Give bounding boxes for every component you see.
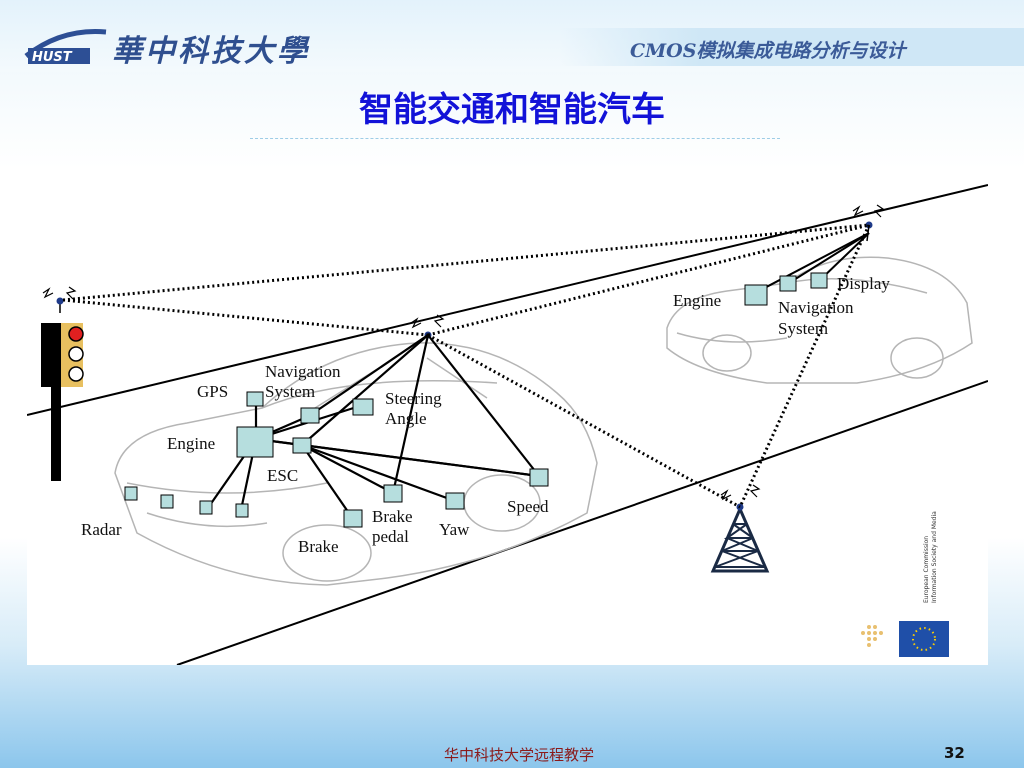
yaw-module — [445, 492, 465, 510]
label-steering-line1: Steering — [385, 389, 442, 408]
label-navigation-line1: Navigation — [265, 362, 341, 381]
slide-title: 智能交通和智能汽车 — [359, 90, 665, 130]
title-divider — [250, 138, 780, 139]
radar-module-1 — [124, 486, 138, 501]
european-commission-logo: European Commission Information Society … — [861, 511, 949, 657]
navigation-module — [300, 407, 320, 424]
car-rear-sketch — [666, 256, 973, 384]
sponsor-line2: Information Society and Media — [931, 511, 938, 603]
label-steering-line2: Angle — [385, 409, 427, 428]
front-car-wiring — [209, 334, 540, 520]
steering-module — [352, 398, 374, 416]
gps-module — [246, 391, 264, 407]
smart-traffic-diagram: GPS Navigation System Steering Angle Eng… — [27, 183, 988, 665]
label-rear-display: Display — [837, 274, 890, 293]
rear-engine-module — [744, 284, 768, 306]
footer-text: 华中科技大学远程教学 — [444, 746, 595, 764]
label-speed: Speed — [507, 497, 549, 516]
red-lamp — [68, 326, 84, 342]
radar-module-3 — [199, 500, 213, 515]
label-engine: Engine — [167, 434, 215, 453]
page-number: 32 — [944, 744, 965, 762]
label-navigation-line2: System — [265, 382, 315, 401]
speed-module — [529, 468, 549, 487]
diagram-canvas: GPS Navigation System Steering Angle Eng… — [27, 184, 988, 665]
traffic-light — [41, 286, 84, 481]
radar-module-4 — [235, 503, 249, 518]
label-rear-navigation-line1: Navigation — [778, 298, 854, 317]
logo-text: HUST — [32, 50, 73, 65]
amber-lamp — [68, 346, 84, 362]
rear-navigation-module — [779, 275, 797, 292]
label-esc: ESC — [267, 466, 298, 485]
rear-car-antenna — [852, 204, 885, 242]
radar-module-2 — [160, 494, 174, 509]
sponsor-dots-icon — [861, 625, 883, 647]
hust-logo: HUST — [24, 29, 107, 65]
brake-pedal-module — [383, 484, 403, 503]
university-name: 華中科技大學 — [112, 34, 310, 69]
eu-flag-icon — [899, 621, 949, 657]
header-course-band — [560, 28, 1024, 66]
rear-display-module — [810, 272, 828, 289]
label-gps: GPS — [197, 382, 228, 401]
brake-module — [343, 509, 363, 528]
green-lamp — [68, 366, 84, 382]
rear-car-modules — [744, 272, 828, 306]
label-yaw: Yaw — [439, 520, 470, 539]
label-rear-navigation-line2: System — [778, 319, 828, 338]
esc-module — [292, 437, 312, 454]
car-front-sketch — [114, 342, 598, 586]
engine-module — [236, 426, 274, 458]
label-brake-pedal-line1: Brake — [372, 507, 413, 526]
road-edge-top — [27, 184, 988, 416]
label-radar: Radar — [81, 520, 122, 539]
label-brake-pedal-line2: pedal — [372, 527, 409, 546]
wireless-links — [62, 223, 871, 509]
course-title: CMOS模拟集成电路分析与设计 — [630, 40, 906, 62]
label-brake: Brake — [298, 537, 339, 556]
sponsor-line1: European Commission — [923, 536, 930, 603]
label-rear-engine: Engine — [673, 291, 721, 310]
front-car-modules — [124, 391, 549, 528]
cell-tower — [710, 484, 770, 573]
road-edge-bottom — [176, 380, 988, 665]
